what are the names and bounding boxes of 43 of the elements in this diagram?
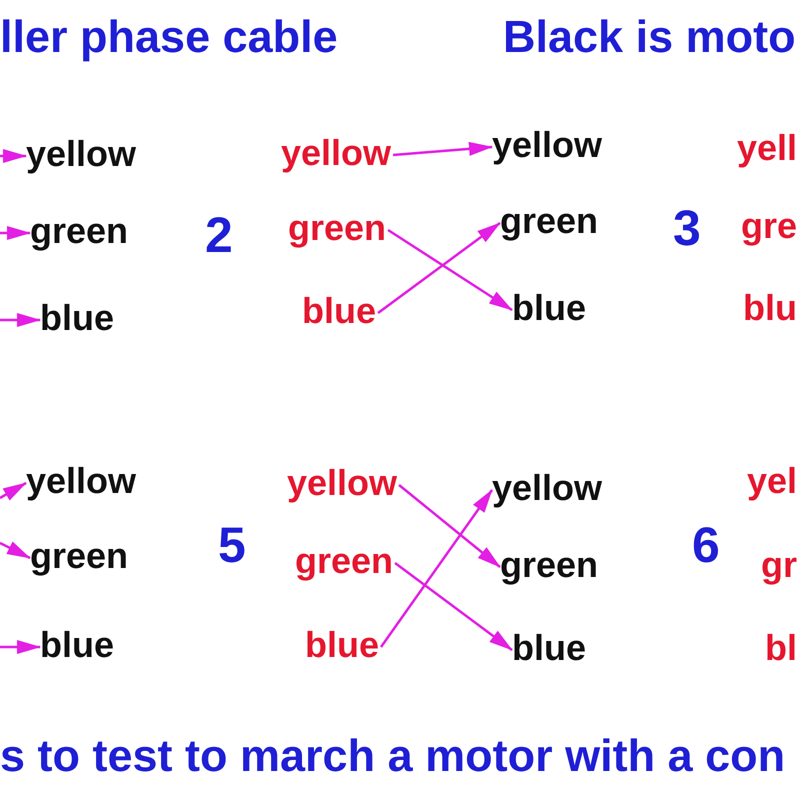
- wire-color-label: blue: [40, 624, 114, 666]
- wire-color-label: green: [500, 544, 598, 586]
- panel-number: 6: [692, 516, 720, 574]
- wire-color-label: yellow: [492, 124, 602, 166]
- wire-color-label: yellow: [26, 132, 136, 174]
- wire-color-label: blu: [743, 286, 797, 328]
- wire-color-label: yellow: [287, 462, 398, 504]
- wire-color-label: blue: [305, 624, 380, 666]
- wire-color-label: green: [295, 540, 394, 582]
- wire-color-label: blue: [512, 286, 586, 328]
- wire-color-label: blue: [40, 296, 114, 338]
- wire-color-label: yel: [746, 460, 797, 502]
- arrow: [0, 313, 41, 327]
- arrow: [0, 640, 41, 654]
- wire-color-label: bl: [765, 626, 797, 668]
- wire-color-label: yellow: [26, 460, 136, 502]
- wire-color-label: green: [500, 200, 598, 242]
- caption: s to test to march a motor with a con: [0, 730, 786, 782]
- arrow: [0, 482, 27, 501]
- panel-number: 2: [205, 206, 233, 264]
- wire-color-label: yellow: [281, 132, 392, 174]
- arrow: [387, 228, 513, 312]
- heading-text: ller phase cable: [0, 10, 338, 62]
- wire-color-label: gre: [740, 204, 797, 246]
- arrow: [380, 489, 494, 648]
- wire-color-label: yellow: [492, 466, 602, 508]
- arrow: [377, 222, 501, 314]
- panel-number: 3: [673, 200, 701, 258]
- wire-color-label: blue: [302, 290, 376, 332]
- arrow: [392, 142, 493, 156]
- arrow: [0, 541, 31, 560]
- wire-color-label: green: [288, 206, 386, 248]
- arrow: [0, 226, 31, 240]
- wire-color-label: green: [30, 534, 128, 576]
- panel-number: 5: [218, 516, 246, 574]
- wire-color-label: blue: [512, 626, 586, 668]
- wire-color-label: gr: [761, 544, 797, 586]
- wire-color-label: yell: [736, 126, 797, 168]
- heading-text: Black is moto: [503, 10, 796, 62]
- arrow: [394, 562, 513, 651]
- wire-color-label: green: [30, 210, 128, 252]
- arrow: [398, 484, 501, 568]
- arrow: [0, 149, 27, 163]
